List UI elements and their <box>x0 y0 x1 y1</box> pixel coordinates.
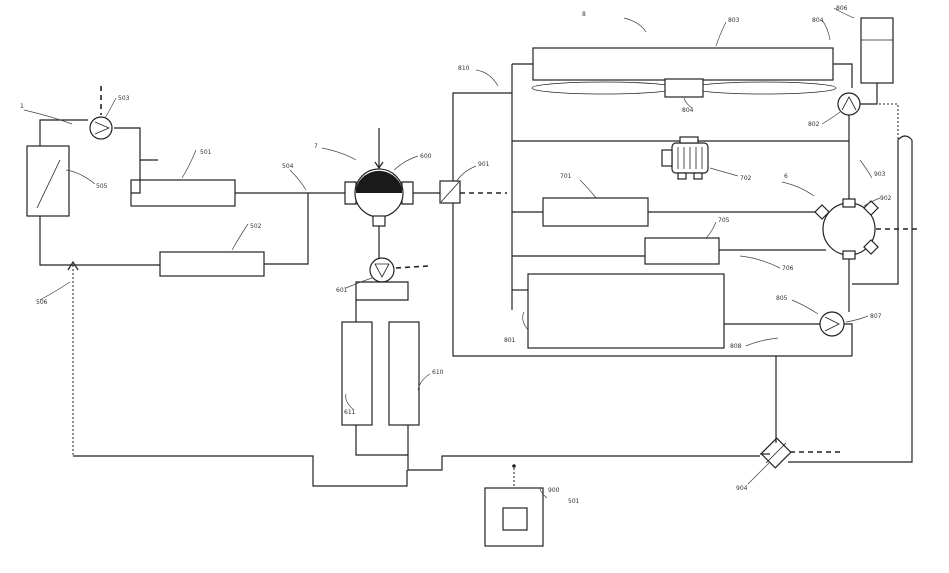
leader-lines <box>24 8 880 498</box>
stack-manifold <box>356 282 408 300</box>
label-fan-804: 804 <box>812 17 824 24</box>
pump-601 <box>370 258 394 282</box>
pipe-exchanger-502-out <box>264 193 308 264</box>
label-radiator-803: 803 <box>728 17 740 24</box>
heater-505 <box>27 146 69 216</box>
label-line-902: 902 <box>880 195 892 202</box>
component-705 <box>645 238 719 264</box>
pipe-pump-to-exchanger <box>114 128 158 160</box>
label-line-504: 504 <box>282 163 294 170</box>
valve-600-bottom-port <box>373 216 385 226</box>
label-loop-6: 6 <box>784 173 788 180</box>
label-heater-505: 505 <box>96 183 108 190</box>
label-controller-501: 501 <box>568 498 580 505</box>
fan-hub <box>665 79 703 97</box>
pipe-bottom-right <box>408 455 760 470</box>
label-line-808: 808 <box>730 343 742 350</box>
label-line-810: 810 <box>458 65 470 72</box>
pump-802-signal <box>863 104 898 140</box>
label-line-506: 506 <box>36 299 48 306</box>
pipe-crossover <box>898 136 912 140</box>
label-component-706: 706 <box>782 265 794 272</box>
left-coolant-loop <box>27 86 312 456</box>
pipe-heater-to-pump <box>40 120 88 146</box>
pipe-heater-return <box>40 216 160 265</box>
label-valve-904: 904 <box>736 485 748 492</box>
label-motor-702: 702 <box>740 175 752 182</box>
label-line-903: 903 <box>874 171 886 178</box>
battery-801 <box>528 274 724 348</box>
pump-601-control-line <box>396 266 428 268</box>
label-controller-900: 900 <box>548 487 560 494</box>
label-pump-601: 601 <box>336 287 348 294</box>
label-hx-701: 701 <box>560 173 572 180</box>
pipe-pump-805-out <box>844 324 852 356</box>
pipe-stack-out <box>356 425 408 455</box>
pump-805 <box>820 312 844 336</box>
right-cooling-loop <box>440 18 920 468</box>
label-pump-802: 802 <box>808 121 820 128</box>
label-exchanger-501: 501 <box>200 149 212 156</box>
controller <box>485 464 543 546</box>
manifold-top-port <box>843 199 855 207</box>
label-fan-hub: 804 <box>682 107 694 114</box>
label-component-705: 705 <box>718 217 730 224</box>
label-stack-610: 610 <box>432 369 444 376</box>
fan-right <box>692 82 836 94</box>
label-pump-503: 503 <box>118 95 130 102</box>
motor-702 <box>662 137 708 179</box>
pipe-radiator-out <box>833 64 852 88</box>
tank-806 <box>861 18 893 83</box>
label-right-8: 8 <box>582 11 586 18</box>
label-valve-600: 600 <box>420 153 432 160</box>
valve-600-left-port <box>345 182 356 204</box>
pipe-right-return <box>788 140 912 462</box>
valve-600-shading <box>356 171 402 193</box>
label-line-807: 807 <box>870 313 882 320</box>
label-tank-806: 806 <box>836 5 848 12</box>
label-loop-1: 1 <box>20 103 24 110</box>
label-pump-805: 805 <box>776 295 788 302</box>
exchanger-501 <box>131 180 235 206</box>
radiator-803 <box>533 48 833 80</box>
label-center-7: 7 <box>314 143 318 150</box>
valve-600-right-port <box>402 182 413 204</box>
pipe-bottom-left <box>73 456 407 486</box>
controller-signal-dot <box>512 464 516 468</box>
hx-701 <box>543 198 648 226</box>
fan-left <box>532 82 676 94</box>
label-battery-801: 801 <box>504 337 516 344</box>
label-stack-611: 611 <box>344 409 356 416</box>
label-valve-901: 901 <box>478 161 490 168</box>
label-exchanger-502: 502 <box>250 223 262 230</box>
stack-610 <box>389 322 419 425</box>
manifold-bottom-port <box>843 251 855 259</box>
controller-inner <box>503 508 527 530</box>
exchanger-502 <box>160 252 264 276</box>
